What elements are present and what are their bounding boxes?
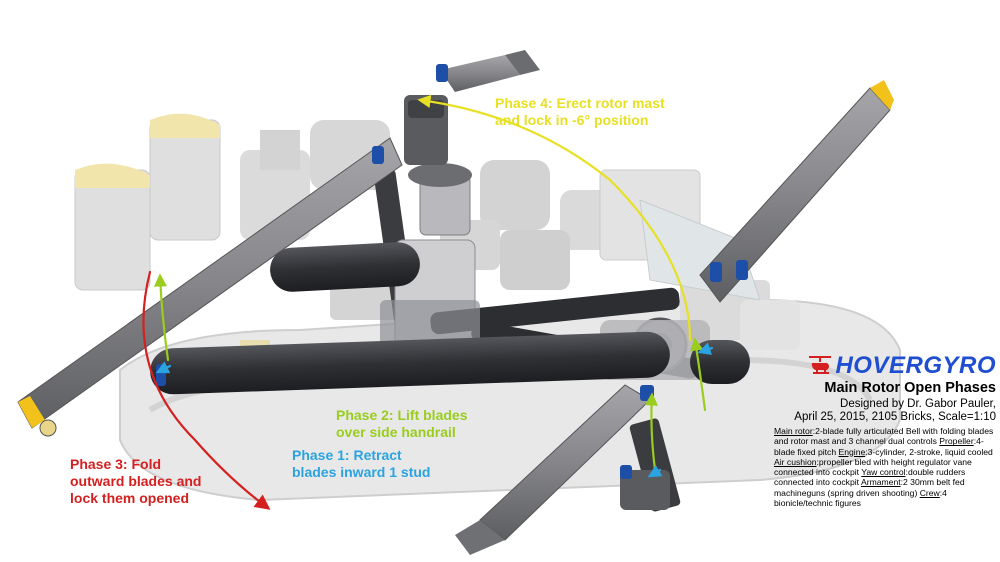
spec-value: double rudders connected into cockpit: [774, 467, 966, 488]
info-credit: Designed by Dr. Gabor Pauler, April 25, …: [774, 398, 996, 424]
spec-crew: Crew:4 bionicle/technic figures: [774, 487, 947, 509]
phase2-arrow-right: [690, 337, 707, 412]
spec-main-rotor: Main rotor:2-blade fully articulated Bel…: [774, 426, 994, 447]
side-handrails: [150, 242, 750, 395]
spec-value: propeller bled with height regulator van…: [774, 456, 972, 478]
rotor-blades: [17, 50, 894, 555]
spec-armament: Armament:2 30mm belt fed machineguns (sp…: [774, 477, 965, 498]
spec-value: 2-blade fully articulated Bell with fold…: [774, 426, 994, 447]
spec-air-cushion: Air cushion:propeller bled with height r…: [774, 456, 972, 478]
spec-yaw-control: Yaw control:double rudders connected int…: [774, 467, 966, 488]
info-specs: Main rotor:2-blade fully articulated Bel…: [774, 426, 996, 508]
phase1-arrow-left: [155, 361, 172, 374]
phase2-label: Phase 2: Lift blades over side handrail: [336, 407, 467, 441]
phase1-label-line1: Phase 1: Retract: [292, 447, 402, 463]
phase4-label-line2: and lock in -6° position: [495, 112, 649, 128]
info-title: Main Rotor Open Phases: [824, 380, 996, 396]
brand-name: HOVERGYRO: [835, 352, 996, 379]
info-panel: HOVERGYRO Main Rotor Open Phases Designe…: [774, 352, 996, 508]
spec-key: Engine: [838, 446, 866, 457]
phase2-label-line2: over side handrail: [336, 424, 456, 440]
spec-value: 4 bionicle/technic figures: [774, 487, 947, 509]
phase3-label: Phase 3: Fold outward blades and lock th…: [70, 456, 201, 507]
phase1-label: Phase 1: Retract blades inward 1 stud: [292, 447, 430, 481]
spec-value: 2 30mm belt fed machineguns (spring driv…: [774, 477, 965, 498]
phase-arrows: [142, 94, 714, 510]
spec-value: 3-cylinder, 2-stroke, liquid cooled: [867, 446, 993, 457]
phase4-label: Phase 4: Erect rotor mast and lock in -6…: [495, 95, 665, 129]
spec-key: Yaw control: [861, 467, 906, 478]
phase3-arrow: [142, 270, 271, 510]
phase1-arrow-lower: [647, 464, 663, 478]
credit-line-2: April 25, 2015, 2105 Bricks, Scale=1:10: [794, 411, 996, 423]
phase4-arrow: [417, 94, 692, 342]
brand-row: HOVERGYRO: [774, 352, 996, 380]
phase3-label-line3: lock them opened: [70, 490, 190, 506]
phase3-label-line2: outward blades and: [70, 473, 202, 489]
phase1-label-line2: blades inward 1 stud: [292, 464, 431, 480]
phase1-arrow-right: [697, 342, 714, 355]
phase2-arrow-lower: [644, 392, 658, 472]
credit-line-1: Designed by Dr. Gabor Pauler,: [840, 398, 996, 410]
blade-joints: [156, 64, 748, 479]
phase2-label-line1: Phase 2: Lift blades: [336, 407, 468, 423]
spec-propeller: Propeller:4-blade fixed pitch: [774, 436, 984, 457]
spec-value: 4-blade fixed pitch: [774, 436, 984, 457]
spec-key: Air cushion: [774, 456, 817, 467]
spec-key: Crew: [919, 487, 940, 498]
phase4-label-line1: Phase 4: Erect rotor mast: [495, 95, 665, 111]
phase3-label-line1: Phase 3: Fold: [70, 456, 162, 472]
spec-key: Armament: [860, 477, 901, 488]
helicopter-icon: [809, 356, 832, 374]
spec-engine: Engine:3-cylinder, 2-stroke, liquid cool…: [838, 446, 993, 457]
phase2-arrow-left: [153, 273, 170, 362]
spec-key: Propeller: [939, 436, 974, 447]
spec-key: Main rotor: [774, 426, 813, 436]
